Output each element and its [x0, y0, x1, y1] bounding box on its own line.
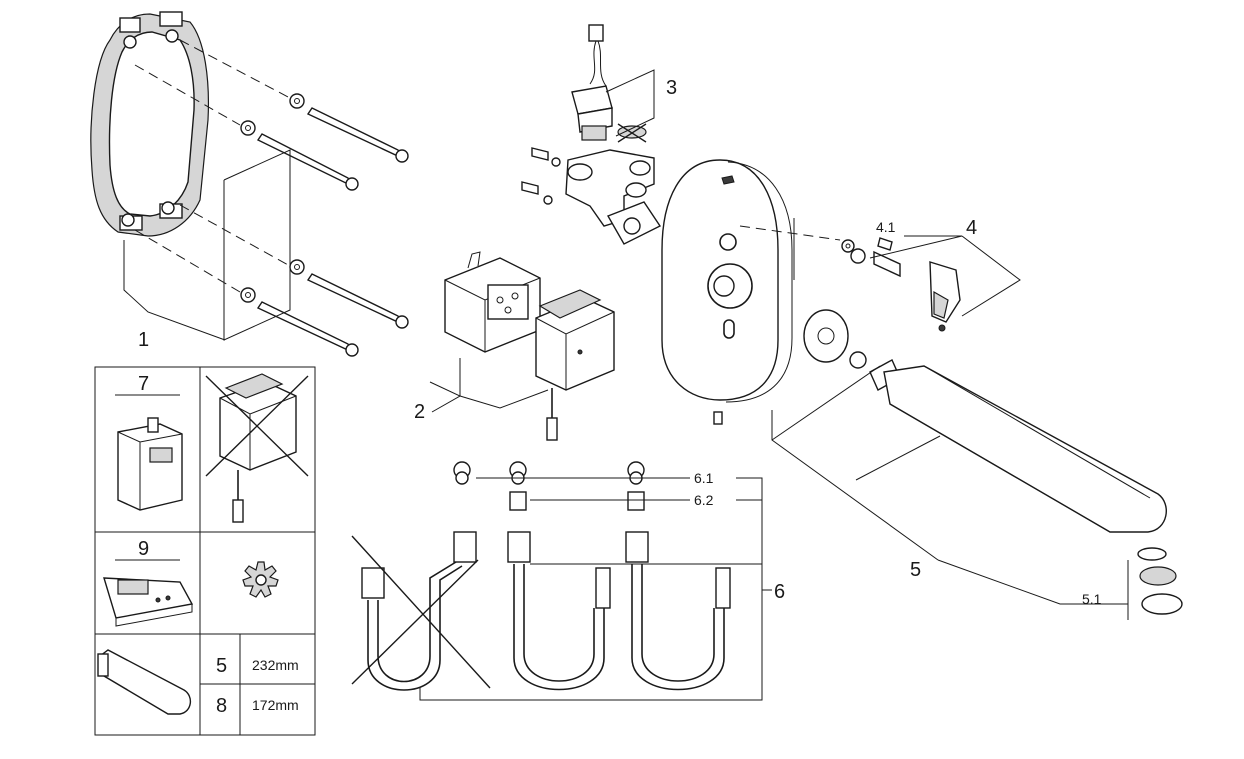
mounting-frame [90, 11, 209, 237]
callout-4-1: 4.1 [876, 219, 896, 235]
callout-5: 5 [910, 559, 921, 581]
hose-fittings [453, 461, 690, 511]
callout-1: 1 [138, 329, 149, 351]
spout-row-2-key: 8 [216, 695, 227, 717]
callout-1-leader [123, 240, 226, 341]
power-unit [535, 289, 615, 441]
junction-box [444, 251, 541, 353]
table-cell-7-label: 7 [138, 373, 149, 395]
spout-row-2-length: 172mm [252, 697, 299, 713]
callout-6-2: 6.2 [694, 492, 714, 508]
power-unit-crossed [205, 373, 309, 523]
spout [803, 309, 1183, 615]
callout-6-1: 6.1 [694, 470, 714, 486]
callout-6: 6 [774, 581, 785, 603]
valve-body [521, 147, 662, 245]
solenoid-valve [571, 24, 613, 141]
spout-row-1-length: 232mm [252, 657, 299, 673]
callout-5-leader [771, 365, 1129, 620]
callout-3-leader [605, 69, 655, 137]
battery-unit [117, 417, 183, 511]
options-table [94, 366, 316, 736]
callout-2: 2 [414, 401, 425, 423]
remote-control [103, 577, 194, 627]
lever-handle [739, 225, 961, 332]
callout-2-leader [429, 358, 549, 413]
spout-thumbnail [97, 649, 191, 715]
table-cell-9-label: 9 [138, 538, 149, 560]
no-tool-symbol [617, 123, 647, 143]
spout-row-1-key: 5 [216, 655, 227, 677]
callout-3: 3 [666, 77, 677, 99]
hoses [351, 531, 731, 691]
callout-5-1: 5.1 [1082, 591, 1102, 607]
callout-4-leader [793, 218, 1021, 317]
callout-4: 4 [966, 217, 977, 239]
cover-plate [661, 159, 793, 425]
callout-6-leader [419, 477, 772, 701]
frame-screws [134, 39, 409, 357]
cog-icon [242, 561, 279, 598]
